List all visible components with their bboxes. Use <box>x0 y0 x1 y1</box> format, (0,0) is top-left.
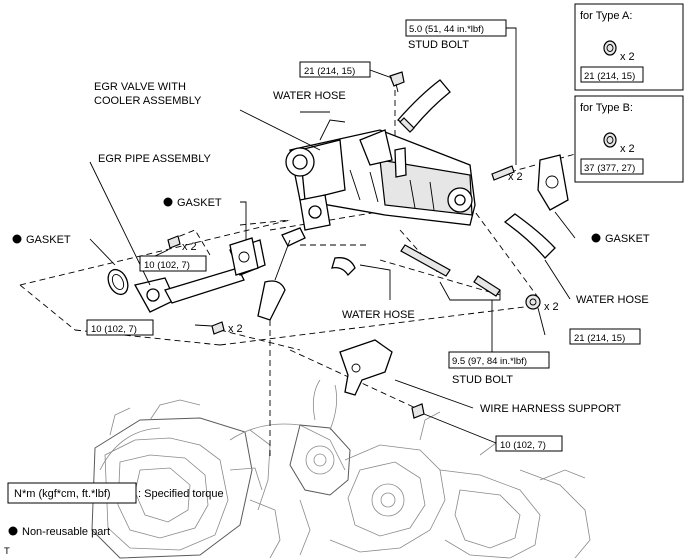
bolt-left <box>211 321 225 335</box>
gasket-right <box>537 154 569 211</box>
water-hose-right-label: WATER HOSE <box>576 294 649 306</box>
type-b-qty: x 2 <box>620 143 635 155</box>
gasket-left-label: GASKET <box>26 234 71 246</box>
wire-harness-label: WIRE HARNESS SUPPORT <box>480 403 621 415</box>
torque-box-10-bottom: 10 (102, 7) <box>495 435 563 452</box>
egr-valve-label-line1: EGR VALVE WITH <box>94 81 186 93</box>
stud-bolt-top <box>491 165 515 181</box>
right-nut-qty: x 2 <box>544 301 559 313</box>
svg-text:10 (102, 7): 10 (102, 7) <box>500 440 546 451</box>
type-a-box: for Type A: x 2 21 (214, 15) <box>574 3 684 91</box>
left-bolt-qty: x 2 <box>228 323 243 335</box>
water-hose-bottom-label: WATER HOSE <box>342 309 415 321</box>
torque-box-10-left: 10 (102, 7) <box>86 319 154 336</box>
bolt-top <box>389 71 405 93</box>
bolt-gasket <box>167 235 181 249</box>
stud-bolt-bottom <box>400 244 501 297</box>
gasket-right-label: GASKET <box>605 233 650 245</box>
stud-bolt-top-label: STUD BOLT <box>408 39 469 51</box>
type-a-torque: 21 (214, 15) <box>584 71 635 82</box>
legend-nonreusable-marker <box>8 526 18 536</box>
stud-bolt-bottom-label: STUD BOLT <box>452 374 513 386</box>
torque-box-21-top: 21 (214, 15) <box>299 61 371 78</box>
torque-box-stud-bottom: 9.5 (97, 84 in.*lbf) <box>448 351 550 369</box>
legend-torque-units: N*m (kgf*cm, ft.*lbf) <box>14 488 111 500</box>
stud-top-qty: x 2 <box>508 171 523 183</box>
gasket-mid <box>229 237 259 276</box>
nut-right <box>525 294 541 310</box>
svg-text:21 (214, 15): 21 (214, 15) <box>304 66 355 77</box>
type-b-box: for Type B: x 2 37 (377, 27) <box>574 95 684 183</box>
legend-torque-desc: : Specified torque <box>138 488 224 500</box>
water-hose-top-label: WATER HOSE <box>273 90 346 102</box>
bolt-bottom <box>411 403 425 419</box>
svg-text:21 (214, 15): 21 (214, 15) <box>574 333 625 344</box>
egr-valve-label-line2: COOLER ASSEMBLY <box>94 95 202 107</box>
corner-mark: T <box>4 546 10 557</box>
water-hose-bottom <box>257 227 356 321</box>
svg-text:5.0 (51, 44 in.*lbf): 5.0 (51, 44 in.*lbf) <box>409 24 484 35</box>
type-b-torque: 37 (377, 27) <box>584 163 635 174</box>
legend: N*m (kgf*cm, ft.*lbf) : Specified torque… <box>7 482 224 538</box>
gasket-mid-label: GASKET <box>177 197 222 209</box>
legend-nonreusable: Non-reusable part <box>22 526 110 538</box>
svg-text:10 (102, 7): 10 (102, 7) <box>91 324 137 335</box>
svg-text:10 (102, 7): 10 (102, 7) <box>144 260 190 271</box>
water-hose-top <box>397 79 451 133</box>
torque-box-10-mid: 10 (102, 7) <box>139 255 207 272</box>
gasket-bolt-qty: x 2 <box>182 241 197 253</box>
svg-text:9.5 (97, 84 in.*lbf): 9.5 (97, 84 in.*lbf) <box>452 356 527 367</box>
gasket-left <box>107 268 129 296</box>
egr-pipe-label: EGR PIPE ASSEMBLY <box>98 153 212 165</box>
egr-valve-cooler-assembly <box>285 119 476 231</box>
water-hose-right <box>503 213 556 259</box>
torque-box-21-right: 21 (214, 15) <box>569 328 641 345</box>
type-a-qty: x 2 <box>620 51 635 63</box>
torque-box-stud-top: 5.0 (51, 44 in.*lbf) <box>405 19 507 37</box>
type-a-label: for Type A: <box>580 10 632 22</box>
nonreusable-marker-gasket-mid <box>163 197 173 207</box>
wire-harness-support <box>339 339 393 396</box>
nonreusable-marker-gasket-right <box>591 233 601 243</box>
type-b-label: for Type B: <box>580 102 633 114</box>
nonreusable-marker-gasket-left <box>12 234 22 244</box>
